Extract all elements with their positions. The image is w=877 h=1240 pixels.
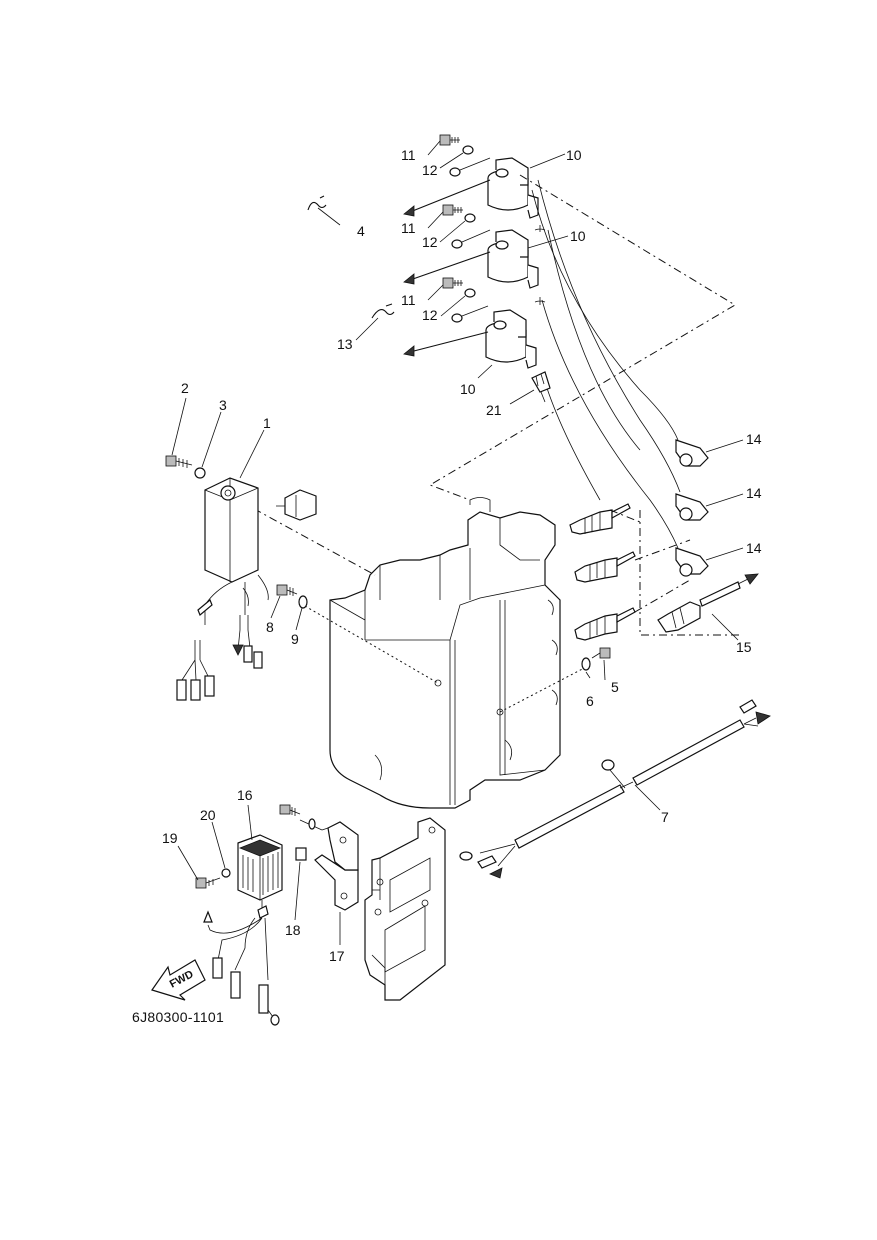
coil-bolt-11c [442,277,463,289]
callout-7: 7 [661,809,669,825]
callout-9: 9 [291,631,299,647]
callout-10c: 10 [460,381,476,397]
plug-cap-14b [675,493,709,521]
bracket-17 [299,819,359,911]
callout-11a: 11 [401,147,416,163]
callout-labels: 1 2 3 4 5 6 7 8 9 10 10 10 11 11 11 12 1… [162,147,762,964]
ignition-coil-2 [487,229,539,289]
bolt-stud [279,804,316,830]
spark-plug-2 [574,551,636,583]
mounting-plate [364,817,446,1001]
callout-12c: 12 [422,307,438,323]
callout-12a: 12 [422,162,438,178]
washer-3 [194,467,206,479]
sensor-21 [531,371,551,403]
callout-15: 15 [736,639,752,655]
bolt-5 [591,647,611,659]
callout-1: 1 [263,415,271,431]
coil-bolt-11b [442,204,463,216]
callout-14a: 14 [746,431,762,447]
cdi-unit-1 [176,477,317,701]
callout-14c: 14 [746,540,762,556]
coil-connectors [534,225,546,305]
callout-16: 16 [237,787,253,803]
rectifier-16 [203,834,307,1026]
spark-plug-3 [574,607,636,641]
coil-washers-12 [449,145,491,323]
callout-3: 3 [219,397,227,413]
callout-4: 4 [357,223,365,239]
callout-11b: 11 [401,220,416,236]
callout-11c: 11 [401,292,416,308]
engine-block [329,497,561,809]
reference-code: 6J80300-1101 [132,1009,224,1025]
ignition-coil-3 [485,309,537,369]
callout-14b: 14 [746,485,762,501]
callout-5: 5 [611,679,619,695]
callout-18: 18 [285,922,301,938]
bolt-8 [276,584,298,596]
bolt-2 [165,455,193,468]
fwd-arrow-icon: FWD [151,959,206,1001]
washer-9 [298,595,308,609]
callout-19: 19 [162,830,178,846]
callout-10b: 10 [570,228,586,244]
ignition-coil-1 [487,157,539,219]
callout-17: 17 [329,948,345,964]
callout-20: 20 [200,807,216,823]
coil-arrows [403,179,491,357]
plug-cap-14a [675,439,709,467]
hightension-wires [531,179,681,549]
bolt-19 [195,877,221,889]
plug-cap-14c [675,547,709,577]
spark-plug-1 [569,503,631,535]
assembly-lines [237,174,740,713]
callout-8: 8 [266,619,274,635]
callout-2: 2 [181,380,189,396]
clip-13 [371,303,395,319]
callout-13: 13 [337,336,353,352]
callout-6: 6 [586,693,594,709]
washer-6 [581,657,591,671]
cable-7 [459,699,771,879]
callout-12b: 12 [422,234,438,250]
washer-20 [221,868,231,878]
callout-10a: 10 [566,147,582,163]
sensor-15 [657,573,759,633]
leader-lines [171,140,744,945]
coil-bolt-11a [439,134,460,146]
callout-21: 21 [486,402,502,418]
clip-4 [307,195,327,211]
